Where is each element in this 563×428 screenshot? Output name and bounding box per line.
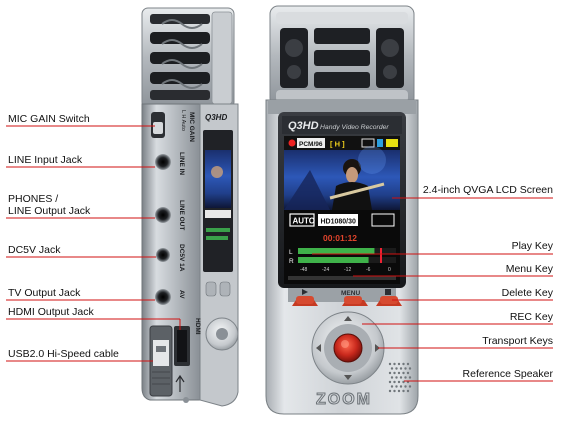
soft-keys-row	[288, 288, 402, 306]
side-label-av: AV	[178, 290, 185, 299]
speaker-hole	[402, 362, 405, 366]
label-phones-line: PHONES / LINE Output Jack	[8, 193, 90, 217]
screen-resolution: HD1080/30	[321, 219, 357, 226]
up-arrow-icon	[344, 316, 352, 321]
lcd-screen	[284, 136, 400, 284]
speaker-hole	[402, 389, 405, 393]
screen-timecode: 00:01:12	[323, 233, 357, 243]
play-key[interactable]	[296, 296, 314, 304]
front-logo-group: Q3HD Handy Video Recorder	[288, 120, 389, 132]
label-lcd-screen: 2.4-inch QVGA LCD Screen	[422, 184, 553, 196]
label-hdmi-output-jack: HDMI Output Jack	[8, 306, 94, 318]
label-phones-line-1: PHONES /	[8, 193, 59, 205]
menu-key-label: MENU	[341, 290, 360, 297]
speaker-hole	[388, 380, 392, 384]
screen-meter-r: R	[289, 258, 294, 265]
side-label-dc: DC5V 1A	[178, 244, 185, 272]
front-mic-cage	[269, 5, 415, 107]
label-play-key: Play Key	[511, 240, 553, 252]
menu-key[interactable]	[344, 296, 362, 304]
label-usb-cable: USB2.0 Hi-Speed cable	[8, 348, 119, 360]
side-label-mic-gain: MIC GAIN	[188, 112, 195, 142]
side-label-hdmi: HDMI	[194, 318, 201, 335]
speaker-hole	[404, 376, 407, 379]
speaker-hole	[404, 367, 407, 370]
side-label-line-in: LINE IN	[178, 152, 185, 175]
label-tv-output-jack: TV Output Jack	[8, 287, 81, 299]
speaker-hole	[397, 371, 401, 375]
brand-logo: ZOOM	[316, 391, 372, 408]
speaker-hole	[397, 362, 401, 366]
speaker-hole	[388, 371, 392, 375]
down-arrow-icon	[344, 375, 352, 380]
label-mic-gain-switch: MIC GAIN Switch	[8, 113, 90, 125]
screen-format: PCM/96	[299, 141, 323, 148]
speaker-hole	[388, 389, 392, 393]
front-tagline: Handy Video Recorder	[320, 124, 389, 131]
speaker-hole	[406, 371, 410, 375]
front-logo: Q3HD	[288, 120, 319, 132]
meter-bar-left	[298, 248, 375, 254]
screen-auto: AUTO	[293, 217, 316, 226]
screen-mode-flag: [ H ]	[330, 140, 345, 149]
reference-speaker-grille	[388, 362, 412, 393]
speaker-hole	[397, 380, 401, 384]
label-reference-speaker: Reference Speaker	[462, 368, 553, 380]
speaker-hole	[404, 385, 407, 388]
speaker-hole	[406, 389, 410, 393]
side-logo: Q3HD	[205, 113, 227, 122]
speaker-hole	[397, 389, 401, 393]
speaker-hole	[399, 385, 403, 388]
speaker-hole	[390, 376, 394, 379]
side-device-markings: Q3HD MIC GAIN L H Auto LINE IN LINE OUT …	[178, 110, 227, 335]
meter-scale-tick: 0	[388, 267, 391, 273]
meter-bar-right	[298, 257, 369, 263]
label-dc5v-jack: DC5V Jack	[8, 244, 61, 256]
speaker-hole	[408, 376, 412, 379]
speaker-hole	[408, 385, 412, 388]
lcd-text: PCM/96 [ H ] AUTO HD1080/30 00:01:12 L R…	[289, 140, 391, 274]
leader-lines	[6, 125, 553, 382]
label-phones-line-2: LINE Output Jack	[8, 205, 91, 217]
speaker-hole	[402, 371, 405, 375]
side-label-mic-positions: L H Auto	[180, 110, 186, 131]
speaker-hole	[395, 385, 398, 388]
label-delete-key: Delete Key	[501, 287, 553, 299]
delete-key[interactable]	[380, 296, 398, 304]
right-arrow-icon	[375, 344, 380, 352]
speaker-hole	[406, 362, 410, 366]
screen-meter-l: L	[289, 249, 293, 256]
speaker-hole	[393, 380, 396, 384]
play-icon	[302, 289, 308, 295]
side-view-device	[141, 7, 239, 407]
speaker-hole	[395, 367, 398, 370]
label-rec-key: REC Key	[509, 311, 553, 323]
speaker-hole	[399, 376, 403, 379]
meter-scale-tick: -6	[366, 267, 371, 273]
speaker-hole	[408, 367, 412, 370]
trash-icon	[385, 289, 391, 295]
side-label-line-out: LINE OUT	[178, 200, 185, 230]
meter-scale-tick: -12	[344, 267, 351, 273]
side-mic-cage	[141, 7, 235, 109]
speaker-hole	[395, 376, 398, 379]
label-menu-key: Menu Key	[505, 263, 553, 275]
speaker-hole	[399, 367, 403, 370]
speaker-hole	[388, 362, 392, 366]
speaker-hole	[390, 367, 394, 370]
speaker-hole	[393, 371, 396, 375]
label-line-input-jack: LINE Input Jack	[8, 154, 83, 166]
left-arrow-icon	[316, 344, 321, 352]
meter-scale-tick: -24	[322, 267, 329, 273]
speaker-hole	[393, 362, 396, 366]
label-transport-keys: Transport Keys	[482, 335, 553, 347]
meter-scale-tick: -48	[300, 267, 307, 273]
speaker-hole	[390, 385, 394, 388]
rec-key[interactable]	[333, 333, 363, 363]
speaker-hole	[393, 389, 396, 393]
